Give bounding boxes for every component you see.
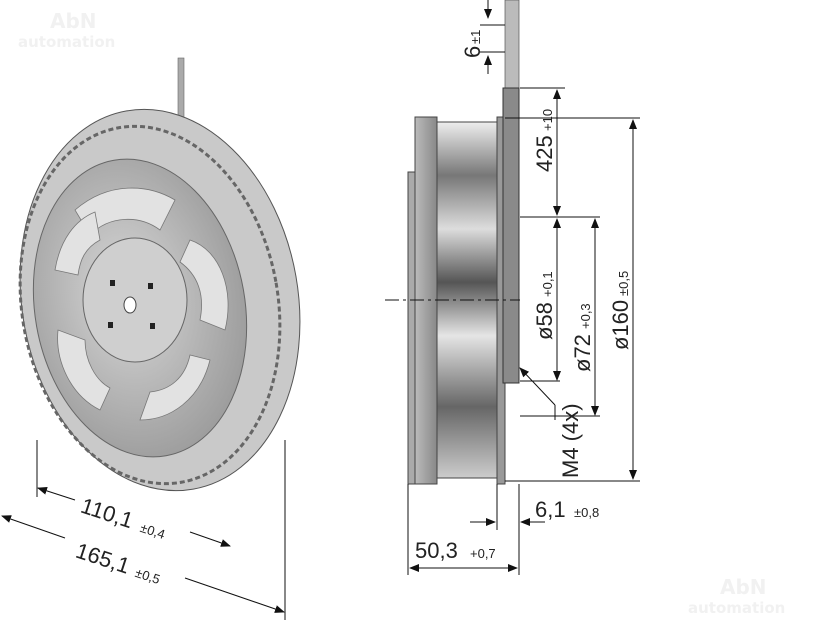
dim-d160: ø160 ±0,5 [608, 271, 633, 350]
svg-text:ø58: ø58 [532, 302, 557, 340]
svg-text:425: 425 [532, 135, 557, 172]
dim-d72: ø72 +0,3 [570, 303, 595, 372]
svg-text:ø72: ø72 [570, 334, 595, 372]
dim-d58: ø58 +0,1 [532, 271, 557, 340]
dim-cable-length: 425 +10 [532, 109, 557, 172]
dim-thread: M4 (4x) [558, 403, 583, 478]
dim-inner-diameter: 110,1 ±0,4 [78, 493, 167, 542]
svg-text:AbN: AbN [720, 575, 767, 599]
svg-text:+0,1: +0,1 [540, 271, 555, 297]
svg-text:+0,3: +0,3 [578, 303, 593, 329]
dim-outer-diameter: 165,1 ±0,5 [73, 538, 162, 587]
svg-text:automation: automation [18, 33, 115, 51]
cable [177, 57, 185, 119]
dim-depth: 50,3 +0,7 [415, 538, 496, 563]
fan-side-view [407, 0, 520, 485]
svg-text:50,3: 50,3 [415, 538, 458, 563]
svg-text:M4 (4x): M4 (4x) [558, 403, 583, 478]
dim-cable-strip: 6 ±1 [460, 30, 485, 58]
mounting-holes [108, 280, 155, 329]
svg-text:±0,4: ±0,4 [138, 520, 167, 542]
svg-text:165,1: 165,1 [73, 538, 133, 579]
watermark-bottom: AbN automation [688, 575, 785, 617]
svg-text:+10: +10 [540, 109, 555, 131]
svg-text:6,1: 6,1 [535, 497, 566, 522]
svg-text:ø160: ø160 [608, 300, 633, 350]
motor-flange [502, 87, 520, 384]
fan-perspective-view [18, 57, 301, 492]
svg-text:±0,8: ±0,8 [574, 505, 599, 520]
blades [54, 187, 229, 421]
svg-text:±0,5: ±0,5 [133, 565, 162, 587]
svg-text:6: 6 [460, 46, 485, 58]
side-cable [504, 0, 520, 93]
watermark-top: AbN automation [18, 9, 115, 51]
svg-text:110,1: 110,1 [78, 493, 137, 533]
svg-text:+0,7: +0,7 [470, 546, 496, 561]
dim-flange: 6,1 ±0,8 [535, 497, 599, 522]
svg-text:AbN: AbN [50, 9, 97, 33]
svg-text:±0,5: ±0,5 [616, 271, 631, 296]
svg-text:automation: automation [688, 599, 785, 617]
svg-text:±1: ±1 [468, 30, 483, 44]
